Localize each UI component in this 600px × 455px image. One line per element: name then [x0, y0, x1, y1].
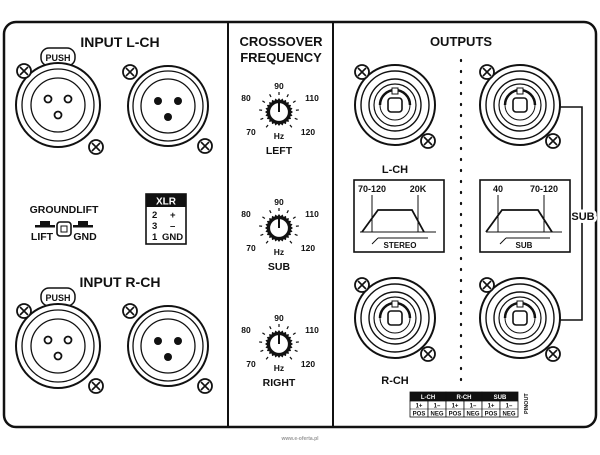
knob-scale-left-top: 80: [241, 209, 251, 219]
screw-icon: [198, 379, 212, 393]
xlr-male-input-left[interactable]: [128, 66, 208, 146]
screw-icon: [355, 278, 369, 292]
crossover-knob-label: LEFT: [266, 145, 293, 157]
screw-icon: [546, 134, 560, 148]
xlr-pin-table: XLR 2 + 3 – 1 GND: [146, 194, 186, 244]
knob-unit-label: Hz: [274, 247, 284, 257]
stereo-graph-caption: STEREO: [384, 241, 417, 250]
pinout-group-name: R-CH: [457, 395, 472, 401]
sub-low-label: 40: [493, 184, 503, 194]
xlr-table-pin: 1: [152, 232, 158, 243]
knob-scale-left-bottom: 70: [246, 359, 256, 369]
sub-bracket-label: SUB: [571, 211, 594, 223]
pinout-group-name: SUB: [494, 395, 507, 401]
xlr-table-pin: 2: [152, 210, 157, 221]
knob-scale-right-top: 110: [305, 93, 319, 103]
input-right-title: INPUT R-CH: [80, 274, 161, 290]
pinout-polarity: POS: [485, 412, 498, 418]
pinout-group-name: L-CH: [421, 395, 435, 401]
stereo-response-graph: 70-120 20K STEREO: [354, 180, 444, 252]
xlr-male-input-right[interactable]: [128, 306, 208, 386]
pinout-pin: 1+: [452, 404, 459, 410]
push-label: PUSH: [45, 53, 70, 63]
pinout-pin: 1–: [506, 404, 513, 410]
crossover-title-line2: FREQUENCY: [240, 50, 322, 65]
groundlift-switch[interactable]: [57, 222, 71, 236]
pinout-polarity: POS: [413, 412, 426, 418]
knob-scale-right-top: 110: [305, 325, 319, 335]
stereo-high-label: 20K: [410, 184, 427, 194]
groundlift-gnd-label: GND: [73, 231, 97, 243]
knob-scale-left-bottom: 70: [246, 243, 256, 253]
output-lch-label: L-CH: [382, 164, 408, 176]
pinout-table: L-CH 1+ POS 1– NEG R-CH 1+ POS 1– NEG SUB 1+ POS 1– NE…: [410, 392, 518, 418]
knob-scale-top: 90: [274, 81, 284, 91]
crossover-knob-label: RIGHT: [263, 377, 296, 389]
screw-icon: [198, 139, 212, 153]
output-rch-label: R-CH: [381, 375, 409, 387]
groundlift-lift-label: LIFT: [31, 231, 54, 243]
screw-icon: [421, 347, 435, 361]
screw-icon: [421, 134, 435, 148]
knob-unit-label: Hz: [274, 363, 284, 373]
pinout-polarity: NEG: [466, 412, 479, 418]
screw-icon: [123, 65, 137, 79]
pinout-polarity: NEG: [502, 412, 515, 418]
groundlift-title: GROUNDLIFT: [30, 204, 99, 216]
sub-response-graph: 40 70-120 SUB: [480, 180, 570, 252]
crossover-knob-label: SUB: [268, 261, 291, 273]
screw-icon: [123, 304, 137, 318]
sub-high-label: 70-120: [530, 184, 558, 194]
knob-scale-left-bottom: 70: [246, 127, 256, 137]
outputs-title: OUTPUTS: [430, 34, 492, 49]
screw-icon: [89, 379, 103, 393]
sub-graph-caption: SUB: [516, 241, 533, 250]
pinout-polarity: POS: [449, 412, 462, 418]
knob-scale-right-bottom: 120: [301, 127, 315, 137]
knob-scale-top: 90: [274, 313, 284, 323]
input-left-title: INPUT L-CH: [80, 34, 159, 50]
pinout-polarity: NEG: [430, 412, 443, 418]
knob-scale-left-top: 80: [241, 93, 251, 103]
screw-icon: [546, 347, 560, 361]
knob-scale-right-top: 110: [305, 209, 319, 219]
knob-unit-label: Hz: [274, 131, 284, 141]
screw-icon: [89, 140, 103, 154]
screw-icon: [480, 65, 494, 79]
pinout-pin: 1+: [416, 404, 423, 410]
push-label: PUSH: [45, 293, 70, 303]
screw-icon: [355, 65, 369, 79]
screw-icon: [17, 64, 31, 78]
knob-scale-left-top: 80: [241, 325, 251, 335]
xlr-table-value: +: [170, 210, 176, 221]
knob-scale-right-bottom: 120: [301, 243, 315, 253]
pinout-pin: 1+: [488, 404, 495, 410]
crossover-title-line1: CROSSOVER: [239, 34, 323, 49]
xlr-table-value: –: [170, 221, 175, 232]
pinout-side-label: PINOUT: [524, 393, 530, 414]
pinout-pin: 1–: [470, 404, 477, 410]
knob-scale-right-bottom: 120: [301, 359, 315, 369]
knob-scale-top: 90: [274, 197, 284, 207]
xlr-table-value: GND: [162, 232, 183, 243]
screw-icon: [17, 304, 31, 318]
watermark: www.e-oferta.pl: [280, 436, 319, 442]
stereo-low-label: 70-120: [358, 184, 386, 194]
screw-icon: [480, 278, 494, 292]
xlr-table-pin: 3: [152, 221, 157, 232]
pinout-pin: 1–: [434, 404, 441, 410]
xlr-table-title: XLR: [156, 197, 177, 208]
